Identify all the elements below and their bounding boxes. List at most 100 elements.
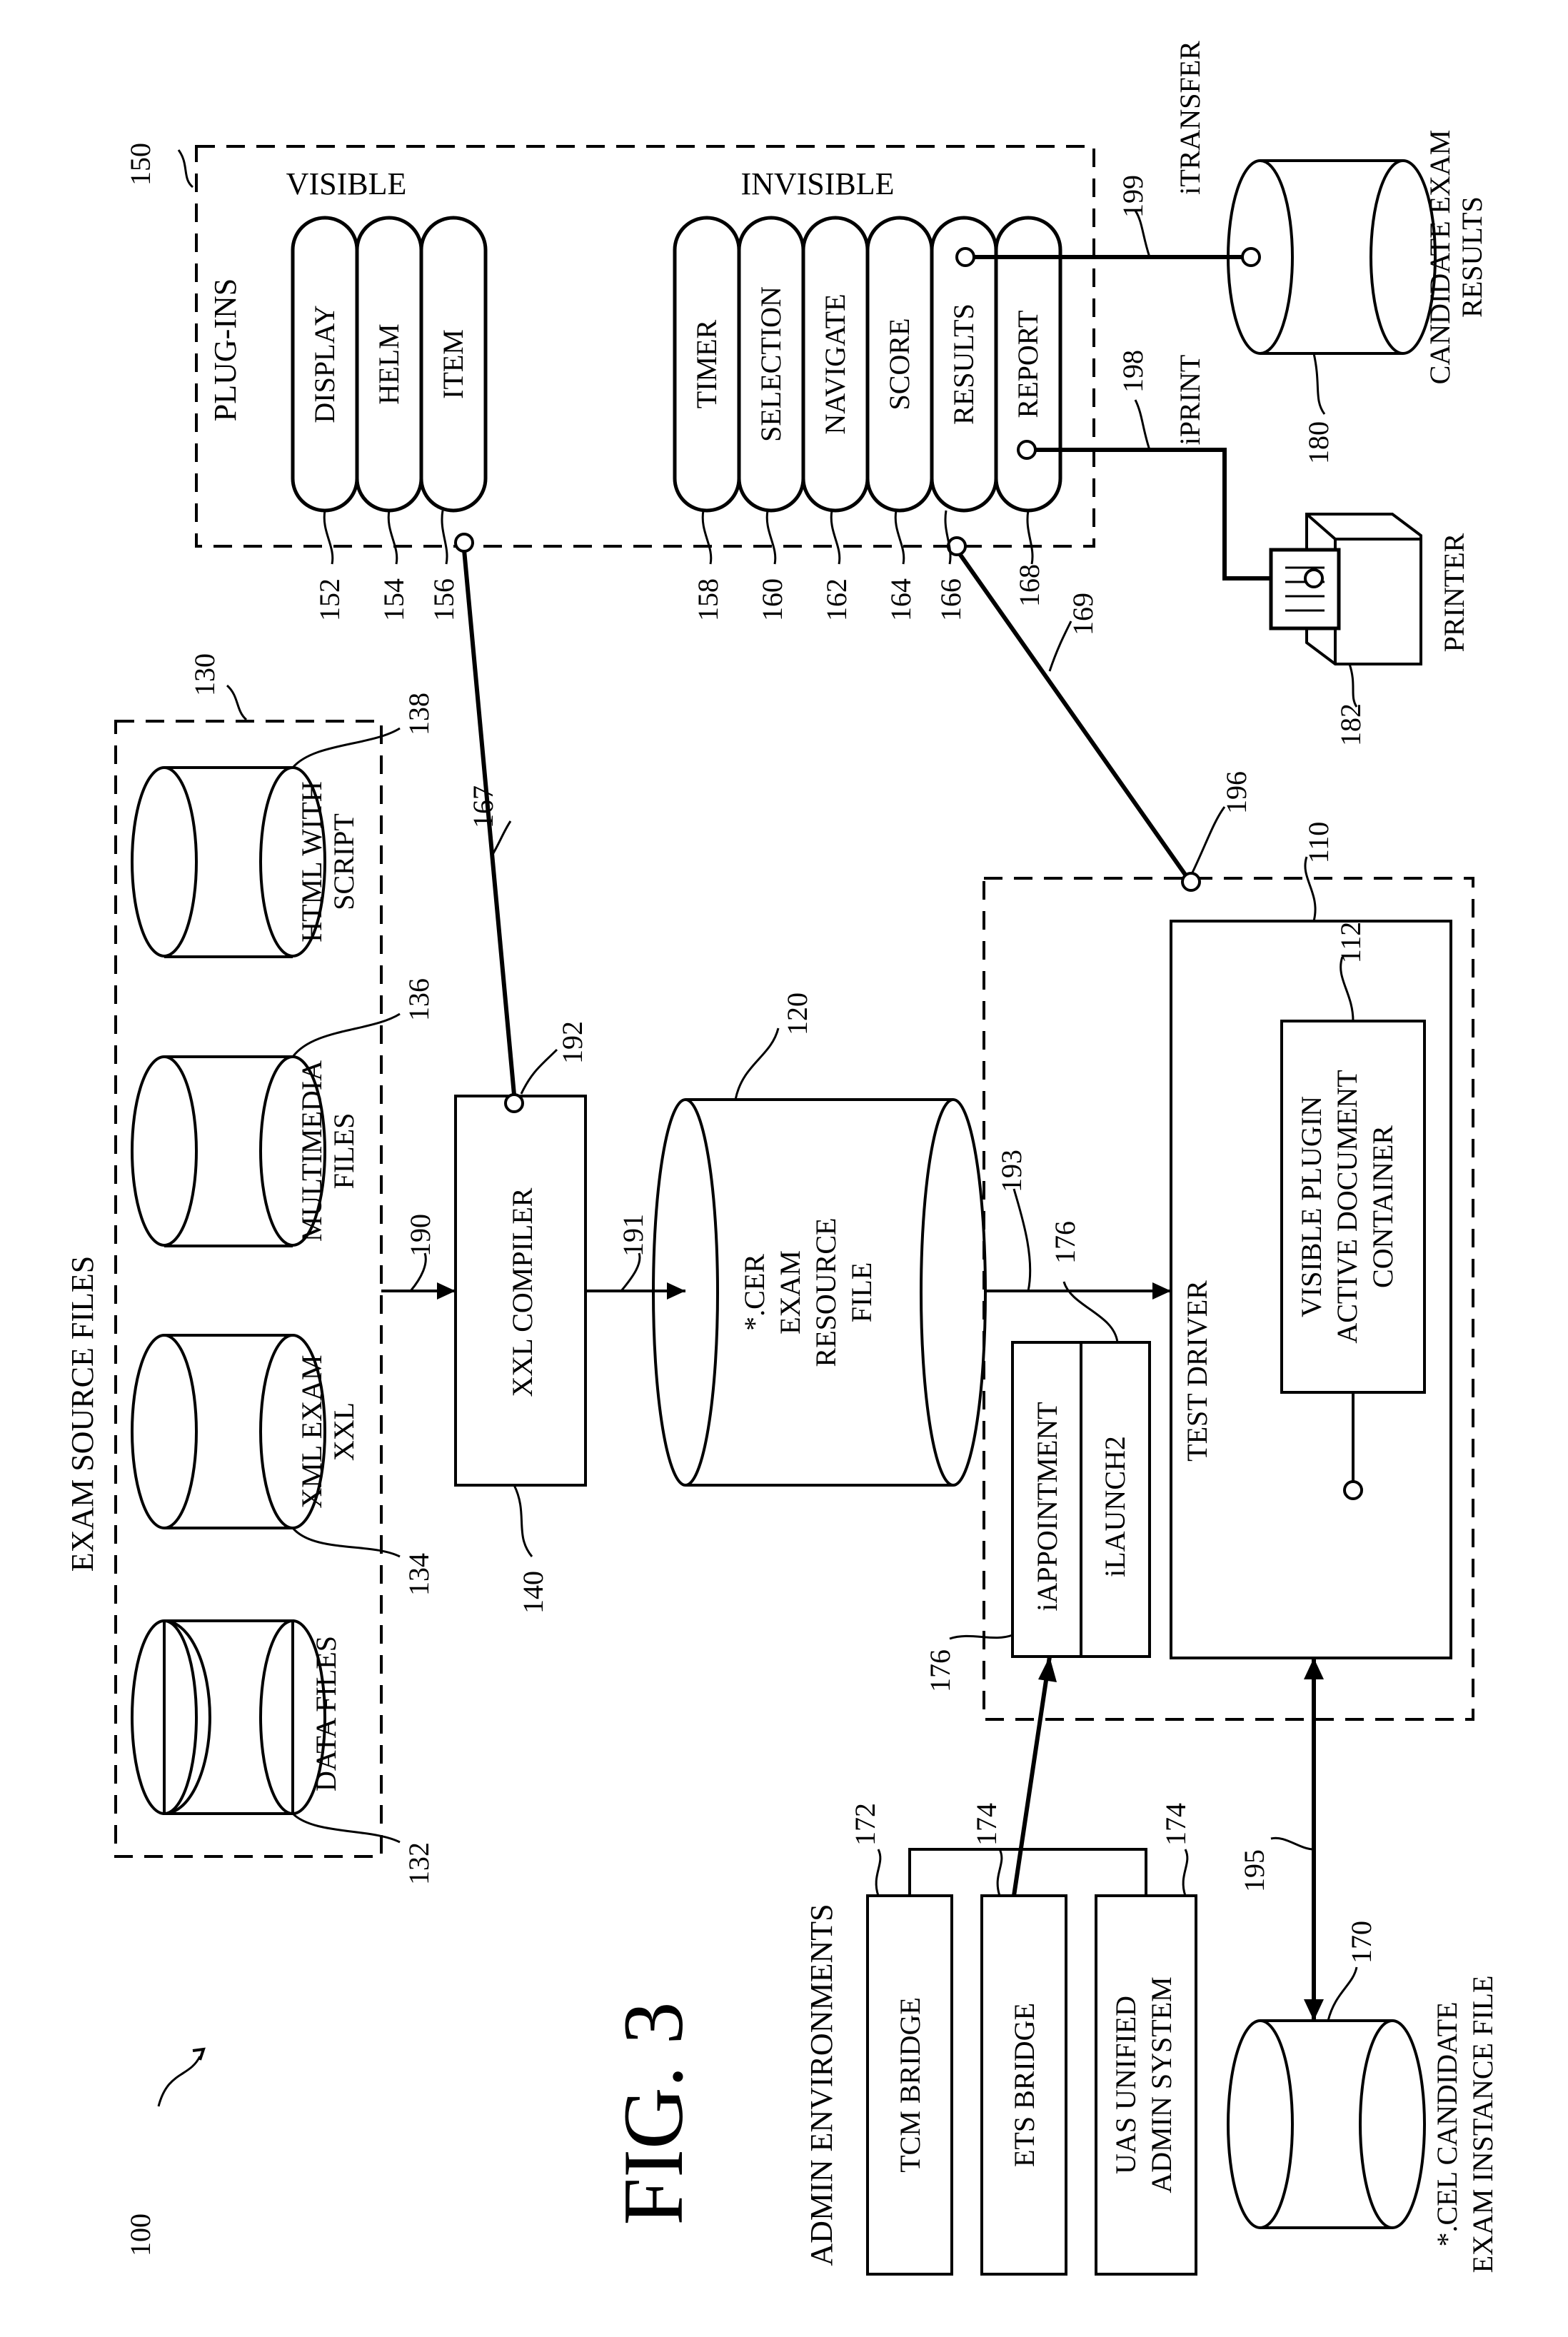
- plugins-group: [195, 145, 1095, 548]
- helm-ref: 154: [378, 578, 410, 621]
- printer-ref: 182: [1335, 703, 1367, 746]
- svg-text:XXL COMPILER: XXL COMPILER: [506, 1187, 538, 1397]
- display-ref-leader: [323, 510, 334, 565]
- svg-text:134: 134: [403, 1553, 435, 1596]
- data-files-ref: 132: [403, 1842, 435, 1885]
- timer-ref: 158: [692, 578, 724, 621]
- svg-text:182: 182: [1335, 703, 1367, 746]
- candidate-instance-ref-leader: [1327, 1966, 1358, 2021]
- test-driver-box: [1170, 920, 1452, 1659]
- plugin-helm-label: HELM: [373, 323, 405, 404]
- test-driver-ref: 110: [1302, 822, 1335, 864]
- svg-text:190: 190: [404, 1214, 436, 1257]
- resource-ref-leader: [734, 1027, 780, 1100]
- test-driver-ref-leader: [1304, 856, 1317, 922]
- item-ref: 156: [428, 578, 460, 621]
- multimedia-cylinder: [131, 1055, 326, 1247]
- tcm-ref: 172: [849, 1803, 881, 1846]
- arrow-191-ref: 191: [617, 1214, 649, 1257]
- svg-text:191: 191: [617, 1214, 649, 1257]
- visible-title: VISIBLE: [286, 166, 407, 201]
- svg-text:HTML WITH: HTML WITH: [296, 781, 328, 943]
- results-transfer-port: [955, 247, 975, 267]
- results-ref: 166: [935, 578, 967, 621]
- candidate-instance-ref: 170: [1345, 1921, 1377, 1964]
- svg-text:EXAM INSTANCE FILE: EXAM INSTANCE FILE: [1467, 1976, 1499, 2273]
- multimedia-leader: [291, 1012, 401, 1057]
- container-port: [1343, 1480, 1363, 1500]
- selection-ref: 160: [756, 578, 788, 621]
- data-files-leader: [291, 1812, 401, 1844]
- svg-text:160: 160: [756, 578, 788, 621]
- html-script-label-1: HTML WITH: [296, 781, 328, 943]
- ets-bridge-box: [980, 1894, 1067, 2276]
- score-ref-leader: [894, 510, 905, 565]
- svg-text:FILES: FILES: [328, 1113, 360, 1190]
- svg-text:*.CEL CANDIDATE: *.CEL CANDIDATE: [1431, 2002, 1463, 2247]
- svg-text:VISIBLE PLUGIN: VISIBLE PLUGIN: [1295, 1096, 1327, 1317]
- driver-port-ref: 196: [1220, 771, 1252, 814]
- xxl-compiler-label: XXL COMPILER: [506, 1187, 538, 1397]
- printer-label: PRINTER: [1438, 533, 1470, 652]
- invisible-title: INVISIBLE: [740, 166, 894, 201]
- svg-text:CONTAINER: CONTAINER: [1367, 1125, 1399, 1288]
- svg-text:XML EXAM: XML EXAM: [296, 1355, 328, 1508]
- resource-label-2: EXAM: [774, 1250, 806, 1335]
- svg-text:DATA FILES: DATA FILES: [310, 1636, 342, 1791]
- plugin-results-label: RESULTS: [948, 303, 980, 425]
- admin-to-appointment-arrowhead: [1038, 1657, 1057, 1682]
- plugins-title: PLUG-INS: [208, 278, 243, 421]
- svg-text:iAPPOINTMENT: iAPPOINTMENT: [1031, 1402, 1063, 1611]
- candidate-results-ref-leader: [1312, 353, 1326, 415]
- compiler-ref: 140: [517, 1571, 549, 1614]
- driver-instance-arrowhead-down: [1304, 1999, 1324, 2021]
- print-ref-leader: [1134, 399, 1151, 451]
- report-print-port: [1017, 440, 1037, 460]
- svg-text:SCRIPT: SCRIPT: [328, 813, 360, 910]
- svg-text:TCM BRIDGE: TCM BRIDGE: [894, 1997, 926, 2173]
- svg-text:FIG. 3: FIG. 3: [605, 2001, 700, 2225]
- results-db-port: [1241, 247, 1261, 267]
- candidate-results-label-2: RESULTS: [1456, 196, 1488, 318]
- uas-label-2: ADMIN SYSTEM: [1145, 1976, 1177, 2193]
- plugin-score-label: SCORE: [883, 318, 915, 411]
- print-ref: 198: [1117, 350, 1149, 393]
- svg-text:PRINTER: PRINTER: [1438, 533, 1470, 652]
- exam-source-title: EXAM SOURCE FILES: [65, 1256, 100, 1572]
- svg-text:RESULTS: RESULTS: [1456, 196, 1488, 318]
- exam-source-ref: 130: [189, 653, 221, 696]
- link-169-ref: 169: [1067, 593, 1099, 635]
- svg-text:iLAUNCH2: iLAUNCH2: [1099, 1436, 1131, 1577]
- plugin-timer-label: TIMER: [690, 319, 723, 408]
- arrow-195-ref: 195: [1238, 1849, 1270, 1892]
- system-ref: 100: [124, 2213, 156, 2256]
- candidate-instance-label-1: *.CEL CANDIDATE: [1431, 2002, 1463, 2247]
- report-ref-leader: [1026, 510, 1034, 565]
- svg-text:EXAM: EXAM: [774, 1250, 806, 1335]
- svg-text:174: 174: [970, 1803, 1002, 1846]
- svg-text:140: 140: [517, 1571, 549, 1614]
- link-167-leader: [490, 820, 512, 858]
- plugins-ref-leader: [177, 149, 194, 189]
- svg-text:169: 169: [1067, 593, 1099, 635]
- svg-text:PLUG-INS: PLUG-INS: [208, 278, 243, 421]
- uas-ref-leader: [1182, 1849, 1189, 1896]
- svg-text:176: 176: [1049, 1221, 1081, 1264]
- system-ref-leader: [157, 2056, 201, 2107]
- plugin-navigate-label: NAVIGATE: [819, 293, 851, 434]
- svg-text:100: 100: [124, 2213, 156, 2256]
- tcm-ref-leader: [875, 1849, 882, 1896]
- results-link: [955, 548, 1187, 876]
- container-label-3: CONTAINER: [1367, 1125, 1399, 1288]
- container-label-1: VISIBLE PLUGIN: [1295, 1096, 1327, 1317]
- system-ref-arrowhead: [192, 2047, 206, 2061]
- navigate-ref: 162: [820, 578, 853, 621]
- transfer-label: iTRANSFER: [1174, 41, 1206, 195]
- exam-source-ref-leader: [226, 684, 248, 721]
- launch-ref: 176: [1049, 1221, 1081, 1264]
- link-169-leader: [1048, 620, 1072, 672]
- svg-text:ETS BRIDGE: ETS BRIDGE: [1008, 2003, 1040, 2167]
- svg-text:ITEM: ITEM: [437, 329, 469, 399]
- launch-ref-leader: [1062, 1281, 1119, 1343]
